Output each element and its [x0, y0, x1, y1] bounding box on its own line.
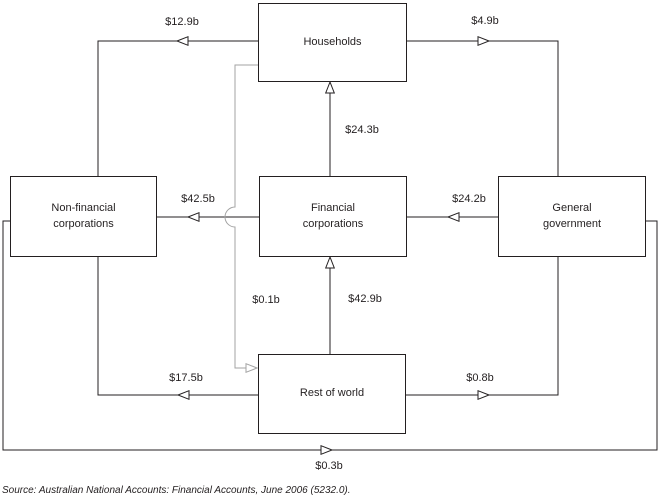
- arrowhead-right-icon: [477, 389, 491, 401]
- node-rest-of-world-label: Rest of world: [299, 387, 365, 400]
- arrowhead-left-icon: [175, 35, 189, 47]
- arrowhead-up-icon: [324, 80, 336, 94]
- flow-label-financial-to-nonfinancial: $42.5b: [181, 193, 215, 205]
- node-general-government: General government: [498, 176, 646, 257]
- node-financial-corporations-label: Financial corporations: [302, 202, 364, 230]
- flow-label-households-to-nonfinancial: $12.9b: [165, 16, 199, 28]
- arrowhead-right-icon: [320, 444, 334, 456]
- node-general-government-label: General government: [542, 202, 602, 230]
- flow-label-households-to-restofworld: $0.1b: [252, 294, 280, 306]
- flow-line-households-to-restofworld: [224, 64, 258, 369]
- node-non-financial-corporations-label: Non-financial corporations: [51, 202, 116, 230]
- node-households: Households: [258, 3, 407, 82]
- flow-label-financial-to-households: $24.3b: [345, 124, 379, 136]
- arrowhead-left-icon: [186, 211, 200, 223]
- node-non-financial-corporations: Non-financial corporations: [10, 176, 157, 257]
- flow-line-households-to-nonfinancial: [97, 40, 258, 176]
- flow-line-restofworld-to-government: [406, 257, 559, 396]
- node-households-label: Households: [303, 35, 362, 48]
- arrowhead-up-icon: [324, 255, 336, 269]
- arrowhead-right-icon: [477, 35, 491, 47]
- flow-label-households-to-government: $4.9b: [471, 15, 499, 27]
- flow-line-households-to-government: [407, 40, 559, 176]
- flow-label-restofworld-to-government: $0.8b: [466, 372, 494, 384]
- node-rest-of-world: Rest of world: [258, 354, 406, 434]
- flow-label-restofworld-to-nonfinancial: $17.5b: [169, 372, 203, 384]
- flow-label-nonfinancial-to-government: $0.3b: [315, 460, 343, 472]
- source-note: Source: Australian National Accounts: Fi…: [2, 485, 351, 496]
- node-financial-corporations: Financial corporations: [259, 176, 407, 257]
- arrowhead-right-icon: [245, 362, 259, 374]
- flow-line-restofworld-to-nonfinancial: [97, 257, 258, 396]
- flow-label-restofworld-to-financial: $42.9b: [348, 293, 382, 305]
- arrowhead-left-icon: [176, 389, 190, 401]
- flow-label-government-to-financial: $24.2b: [452, 193, 486, 205]
- arrowhead-left-icon: [446, 211, 460, 223]
